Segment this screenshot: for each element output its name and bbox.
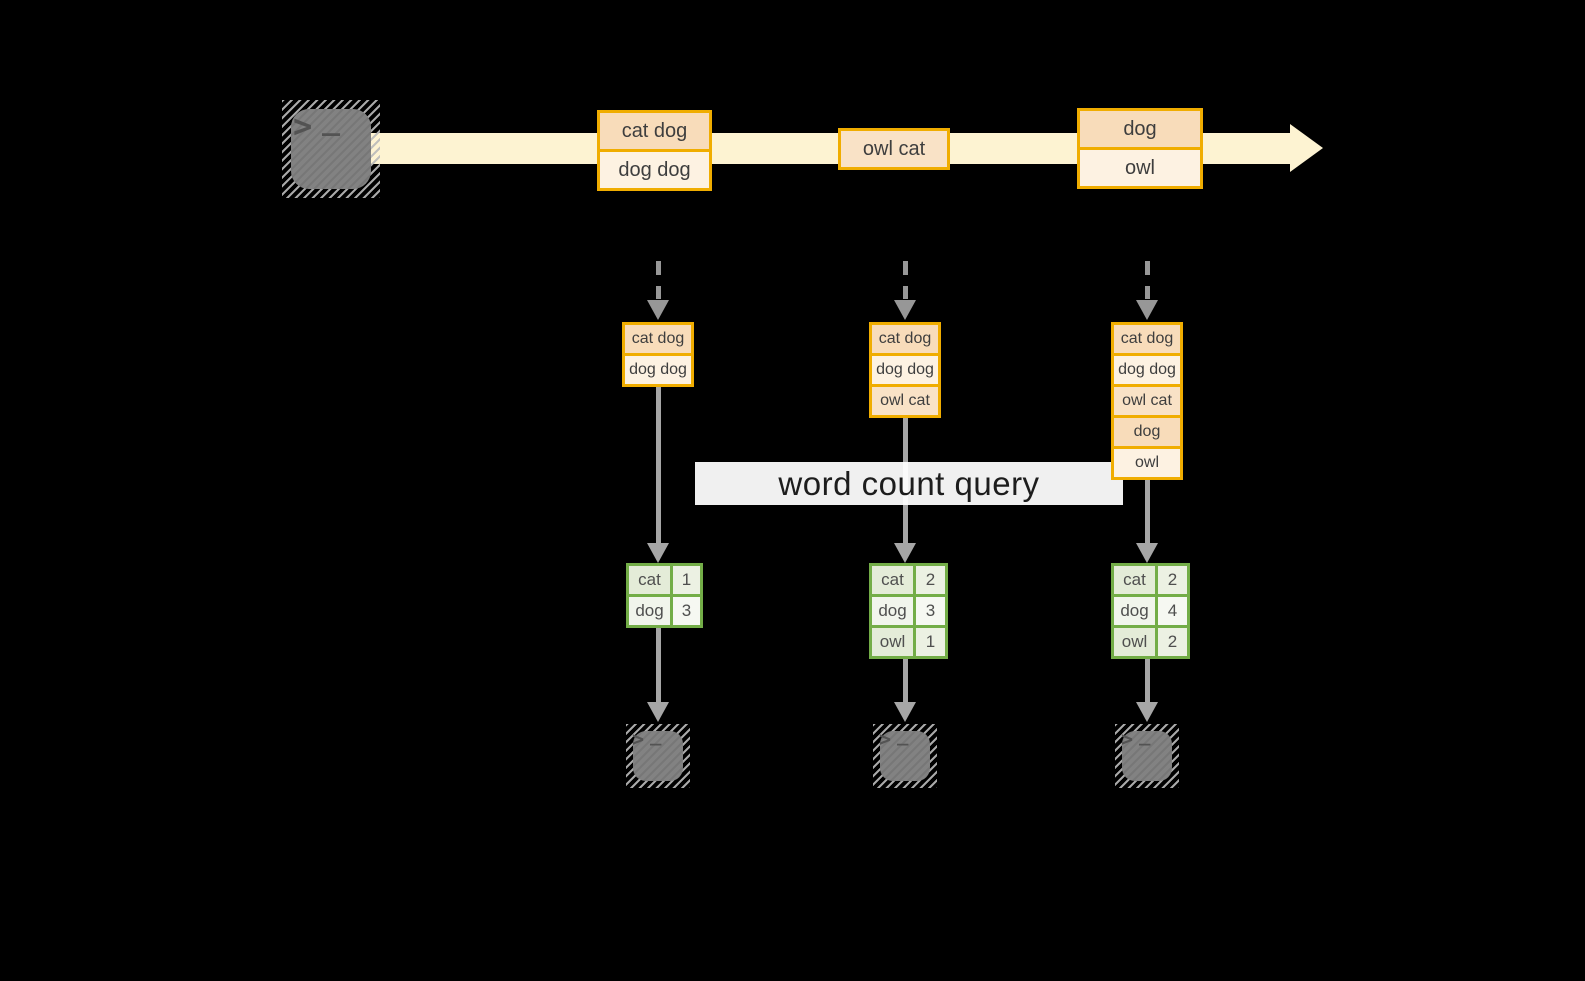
word-cell: dog: [629, 597, 670, 625]
ingest-arrowhead: [894, 300, 916, 320]
count-cell: 2: [1155, 628, 1187, 656]
ingest-arrowhead: [1136, 300, 1158, 320]
state-row: cat dog: [872, 325, 938, 353]
table-row: cat 1: [629, 566, 700, 594]
state-row: dog dog: [1114, 353, 1180, 384]
terminal-body: [633, 731, 683, 781]
ingest-arrow-dash: [656, 261, 661, 299]
count-cell: 3: [670, 597, 700, 625]
prompt-chevron-icon: >: [879, 727, 892, 751]
state-row: cat dog: [625, 325, 691, 353]
prompt-chevron-icon: >: [632, 727, 645, 751]
terminal-body: [880, 731, 930, 781]
prompt-chevron-icon: >: [293, 107, 313, 145]
state-row: owl cat: [872, 384, 938, 415]
word-count-table: cat 1 dog 3: [626, 563, 703, 628]
prompt-underscore-icon: _: [650, 724, 662, 746]
state-row: dog: [1114, 415, 1180, 446]
stream-row: owl: [1080, 147, 1200, 186]
table-row: cat 2: [872, 566, 945, 594]
table-row: dog 4: [1114, 594, 1187, 625]
flow-arrow-line: [1145, 480, 1150, 543]
prompt-underscore-icon: _: [322, 102, 341, 137]
count-cell: 3: [913, 597, 945, 625]
stream-row: dog dog: [600, 149, 709, 188]
flow-arrow-line: [1145, 657, 1150, 702]
word-cell: cat: [1114, 566, 1155, 594]
flow-arrowhead: [894, 543, 916, 563]
table-row: owl 2: [1114, 625, 1187, 656]
stream-message: owl cat: [838, 128, 950, 170]
query-label: word count query: [778, 465, 1040, 502]
stream-row: cat dog: [600, 113, 709, 149]
flow-arrowhead: [894, 702, 916, 722]
flow-arrowhead: [647, 543, 669, 563]
consumer-terminal-icon: > _: [873, 724, 937, 788]
state-row: dog dog: [625, 353, 691, 384]
flow-arrow-line: [656, 628, 661, 702]
count-cell: 2: [1155, 566, 1187, 594]
state-row: dog dog: [872, 353, 938, 384]
terminal-body: [291, 109, 371, 189]
source-terminal-icon: > _: [282, 100, 380, 198]
word-count-table: cat 2 dog 3 owl 1: [869, 563, 948, 659]
word-cell: dog: [872, 597, 913, 625]
table-row: cat 2: [1114, 566, 1187, 594]
flow-arrowhead: [1136, 702, 1158, 722]
flow-arrowhead: [1136, 543, 1158, 563]
flow-arrow-line: [656, 387, 661, 543]
word-count-table: cat 2 dog 4 owl 2: [1111, 563, 1190, 659]
consumer-terminal-icon: > _: [626, 724, 690, 788]
word-cell: owl: [1114, 628, 1155, 656]
table-row: dog 3: [872, 594, 945, 625]
prompt-chevron-icon: >: [1121, 727, 1134, 751]
terminal-body: [1122, 731, 1172, 781]
count-cell: 4: [1155, 597, 1187, 625]
ingest-arrow-dash: [903, 261, 908, 299]
stream-arrowhead: [1290, 124, 1323, 172]
ingest-arrowhead: [647, 300, 669, 320]
word-cell: cat: [872, 566, 913, 594]
flow-arrow-line: [903, 657, 908, 702]
stream-row: dog: [1080, 111, 1200, 147]
state-row: cat dog: [1114, 325, 1180, 353]
consumer-terminal-icon: > _: [1115, 724, 1179, 788]
state-row: owl: [1114, 446, 1180, 477]
prompt-underscore-icon: _: [897, 724, 909, 746]
word-cell: owl: [872, 628, 913, 656]
query-label-band: word count query: [695, 462, 1123, 505]
count-cell: 1: [670, 566, 700, 594]
word-cell: dog: [1114, 597, 1155, 625]
flow-arrowhead: [647, 702, 669, 722]
word-cell: cat: [629, 566, 670, 594]
ingest-arrow-dash: [1145, 261, 1150, 299]
stream-row: owl cat: [841, 131, 947, 167]
count-cell: 2: [913, 566, 945, 594]
table-row: dog 3: [629, 594, 700, 625]
count-cell: 1: [913, 628, 945, 656]
table-row: owl 1: [872, 625, 945, 656]
prompt-underscore-icon: _: [1139, 724, 1151, 746]
state-row: owl cat: [1114, 384, 1180, 415]
